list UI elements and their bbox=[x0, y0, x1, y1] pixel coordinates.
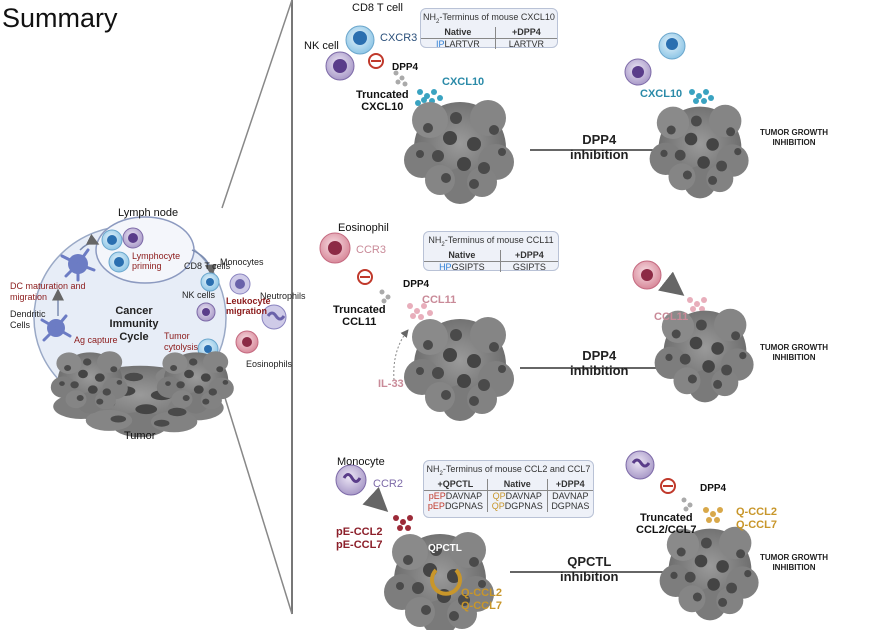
neutrophils-label: Neutrophils bbox=[260, 291, 306, 301]
cd8-t-cells-label: CD8 T cells bbox=[184, 261, 231, 271]
dpp4-label-1: DPP4 bbox=[392, 62, 419, 73]
col-native: Native bbox=[421, 26, 496, 39]
truncated-ccl11-name: CCL11 bbox=[342, 316, 377, 329]
truncated-ccl2-ccl7-label: Truncated CCL2/CCL7 bbox=[636, 512, 697, 536]
truncated-cxcl10-name: CXCL10 bbox=[361, 101, 404, 114]
dpp4-label-3: DPP4 bbox=[700, 483, 727, 494]
tumor-label: Tumor bbox=[124, 430, 156, 442]
truncated-ccl2-ccl7-name: CCL2/CCL7 bbox=[636, 524, 697, 537]
col-dpp4: +DPP4 bbox=[494, 26, 557, 39]
il33-label: IL-33 bbox=[378, 378, 404, 390]
col-native: Native bbox=[486, 478, 548, 491]
ccl2-dpp4-seq: DAVNAP bbox=[546, 490, 593, 502]
qpctl-label: QPCTL bbox=[428, 543, 462, 554]
lymphocyte-priming-label: Lymphocyte priming bbox=[132, 251, 181, 272]
eosinophils-label: Eosinophils bbox=[246, 359, 293, 369]
ccl11-label: CCL11 bbox=[422, 294, 457, 306]
tumor-cytolysis-label: Tumor cytolysis bbox=[164, 331, 199, 352]
ccl2-ccl7-terminus-box: NH2-Terminus of mouse CCL2 and CCL7 +QPC… bbox=[423, 460, 594, 518]
truncated-word-2: Truncated bbox=[333, 304, 386, 316]
ccr2-label: CCR2 bbox=[373, 478, 403, 490]
dc-maturation-label: DC maturation and migration bbox=[10, 281, 86, 302]
ccl11-sequence-table: Native+DPP4 HPGSIPTS GSIPTS bbox=[424, 249, 558, 273]
page-title: Summary bbox=[2, 3, 118, 33]
cxcl10-sequence-table: Native+DPP4 IPLARTVR LARTVR bbox=[421, 26, 557, 50]
right-cxcl10-label: CXCL10 bbox=[640, 88, 683, 100]
nk-cell-label: NK cell bbox=[304, 40, 339, 52]
ccl2-ccl7-box-title: NH2-Terminus of mouse CCL2 and CCL7 bbox=[426, 464, 591, 477]
ccl7-qpctl-seq: pEPDGPNAS bbox=[427, 501, 483, 512]
ccl11-dpp4-seq: GSIPTS bbox=[499, 261, 558, 273]
dpp4-label-2: DPP4 bbox=[403, 279, 430, 290]
col-dpp4: +DPP4 bbox=[499, 249, 558, 262]
eosinophil-label: Eosinophil bbox=[338, 222, 389, 234]
nk-cells-label: NK cells bbox=[182, 290, 216, 300]
cxcl10-native-seq: IPLARTVR bbox=[435, 38, 480, 49]
cycle-title: Cancer Immunity Cycle bbox=[109, 305, 159, 344]
col-native: Native bbox=[424, 249, 501, 262]
truncated-ccl11-label: Truncated CCL11 bbox=[333, 304, 386, 328]
ccl2-qpctl-seq: pEPDAVNAP bbox=[428, 490, 483, 501]
col-dpp4: +DPP4 bbox=[546, 478, 593, 491]
cxcl10-label: CXCL10 bbox=[442, 76, 485, 88]
right-ccl11-label: CCL11 bbox=[654, 311, 689, 323]
dendritic-cells-label: Dendritic Cells bbox=[10, 309, 46, 330]
truncated-word-3: Truncated bbox=[639, 512, 693, 524]
cxcl10-dpp4-seq: LARTVR bbox=[494, 38, 557, 50]
ag-capture-label: Ag capture bbox=[74, 335, 118, 345]
cxcr3-label: CXCR3 bbox=[380, 32, 418, 44]
ccl11-terminus-box: NH2-Terminus of mouse CCL11 Native+DPP4 … bbox=[423, 231, 559, 273]
ccl11-box-title: NH2-Terminus of mouse CCL11 bbox=[428, 235, 554, 248]
ccr3-label: CCR3 bbox=[356, 244, 386, 256]
truncated-word-1: Truncated bbox=[356, 89, 409, 101]
ccl7-dpp4-seq: DGPNAS bbox=[546, 501, 593, 513]
ccl7-native-seq: QPDGPNAS bbox=[486, 501, 548, 513]
monocyte-label: Monocyte bbox=[337, 456, 385, 468]
cxcl10-terminus-box: NH2-Terminus of mouse CXCL10 Native+DPP4… bbox=[420, 8, 558, 50]
col-qpctl: +QPCTL bbox=[424, 478, 488, 491]
truncated-cxcl10-label: Truncated CXCL10 bbox=[356, 89, 409, 113]
monocytes-label: Monocytes bbox=[220, 257, 264, 267]
cd8-t-cell-label: CD8 T cell bbox=[352, 2, 403, 14]
leukocyte-migration-label: Leukocyte migration bbox=[226, 296, 271, 317]
lymph-node-label: Lymph node bbox=[118, 207, 179, 219]
ccl2-native-seq: QPDAVNAP bbox=[486, 490, 548, 502]
ccl11-native-seq: HPGSIPTS bbox=[439, 261, 485, 272]
cxcl10-box-title: NH2-Terminus of mouse CXCL10 bbox=[423, 12, 555, 25]
